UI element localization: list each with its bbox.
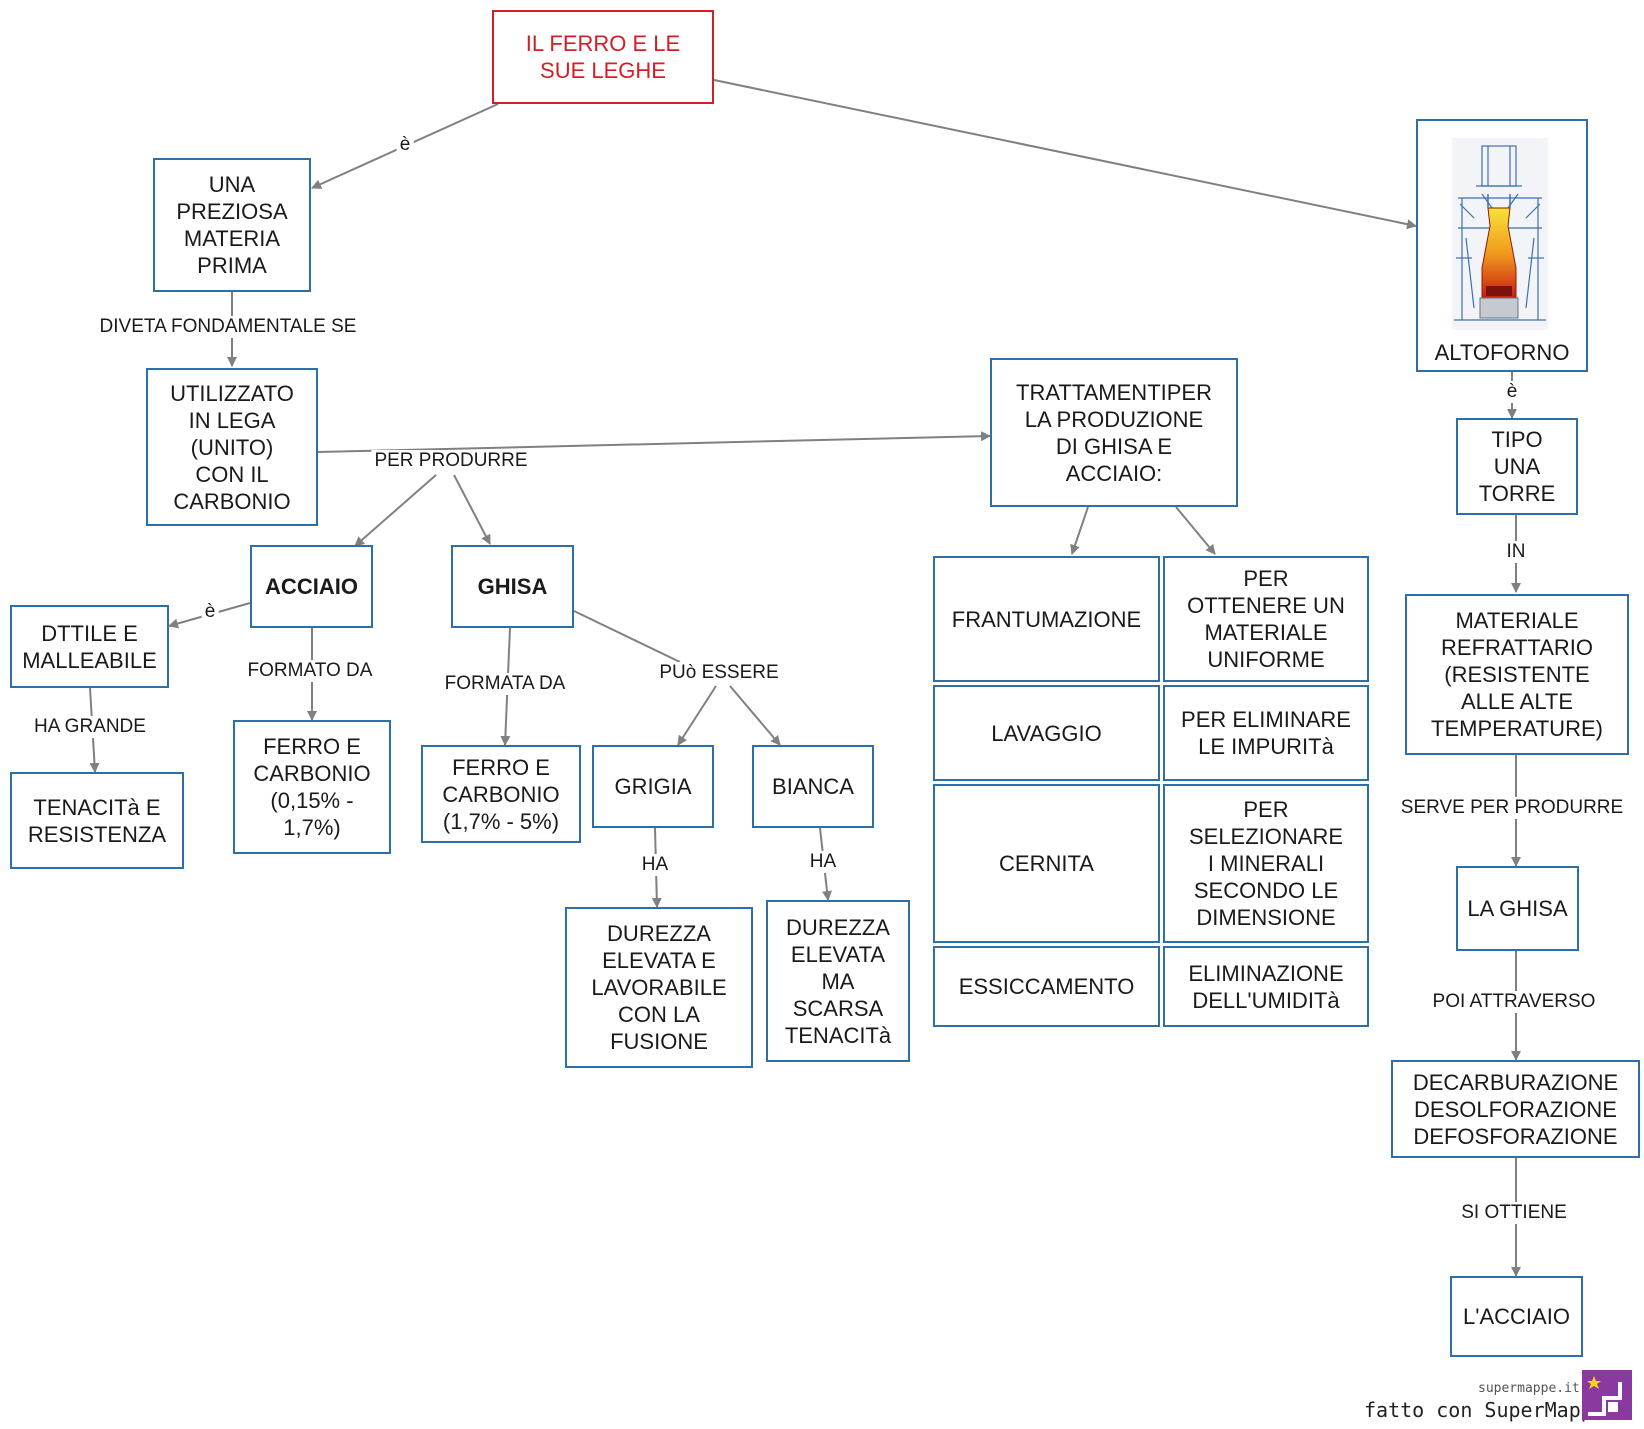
node-cernita[interactable]: CERNITA	[933, 784, 1160, 943]
node-durezza-grigia[interactable]: DUREZZA ELEVATA E LAVORABILE CON LA FUSI…	[565, 907, 753, 1068]
node-frantumazione[interactable]: FRANTUMAZIONE	[933, 556, 1160, 682]
node-decarburazione[interactable]: DECARBURAZIONE DESOLFORAZIONE DEFOSFORAZ…	[1391, 1060, 1640, 1158]
node-altoforno-label: ALTOFORNO	[1434, 340, 1570, 365]
supermappe-logo-icon	[1582, 1370, 1632, 1420]
node-ghisa[interactable]: GHISA	[451, 545, 574, 628]
edge-label-puo-essere: PUò ESSERE	[656, 662, 782, 684]
node-ferro-acciaio[interactable]: FERRO E CARBONIO (0,15% - 1,7%)	[233, 720, 391, 854]
supermappe-site: supermappe.it	[1478, 1381, 1580, 1396]
blast-furnace-icon	[1452, 138, 1548, 330]
node-trattamenti[interactable]: TRATTAMENTIPER LA PRODUZIONE DI GHISA E …	[990, 358, 1238, 507]
edge-label-formato-da: FORMATO DA	[244, 660, 376, 682]
node-duttile[interactable]: DTTILE E MALLEABILE	[10, 605, 169, 688]
edge-puo-grigia	[677, 685, 717, 746]
node-torre[interactable]: TIPO UNA TORRE	[1456, 418, 1578, 515]
node-materia[interactable]: UNA PREZIOSA MATERIA PRIMA	[153, 158, 311, 292]
node-umidita[interactable]: ELIMINAZIONE DELL'UMIDITà	[1163, 946, 1369, 1027]
edge-label-formata-da: FORMATA DA	[441, 673, 569, 695]
edge-lega-acciaio	[354, 474, 437, 547]
edge-label-e2: è	[201, 601, 219, 623]
node-uniforme[interactable]: PER OTTENERE UN MATERIALE UNIFORME	[1163, 556, 1369, 682]
edge-label-ha-bianca: HA	[806, 851, 840, 873]
node-selezionare[interactable]: PER SELEZIONARE I MINERALI SECONDO LE DI…	[1163, 784, 1369, 943]
node-lavaggio[interactable]: LAVAGGIO	[933, 685, 1160, 781]
edge-root-altoforno	[713, 79, 1417, 230]
node-ferro-ghisa[interactable]: FERRO E CARBONIO (1,7% - 5%)	[421, 745, 581, 843]
edge-label-si-ottiene: SI OTTIENE	[1458, 1202, 1570, 1224]
edge-label-ha-grande: HA GRANDE	[31, 716, 149, 738]
edge-ghisa-grigia	[573, 610, 681, 663]
node-l-acciaio[interactable]: L'ACCIAIO	[1450, 1276, 1583, 1357]
edge-label-in: IN	[1503, 541, 1529, 563]
edge-label-serve: SERVE PER PRODURRE	[1397, 797, 1627, 819]
node-tenacita[interactable]: TENACITà E RESISTENZA	[10, 772, 184, 869]
node-bianca[interactable]: BIANCA	[752, 745, 874, 828]
edge-label-poi: POI ATTRAVERSO	[1429, 991, 1599, 1013]
edge-label-diveta: DIVETA FONDAMENTALE SE	[96, 316, 360, 338]
edge-lega-ghisa	[453, 474, 491, 545]
edge-label-e3: è	[1503, 381, 1521, 403]
node-impurita[interactable]: PER ELIMINARE LE IMPURITà	[1163, 685, 1369, 781]
node-lega[interactable]: UTILIZZATO IN LEGA (UNITO) CON IL CARBON…	[146, 368, 318, 526]
edge-label-per-produrre: PER PRODURRE	[371, 450, 531, 472]
node-durezza-bianca[interactable]: DUREZZA ELEVATA MA SCARSA TENACITà	[766, 900, 910, 1062]
node-root[interactable]: IL FERRO E LE SUE LEGHE	[492, 10, 714, 104]
node-la-ghisa[interactable]: LA GHISA	[1456, 866, 1579, 951]
edge-label-ha-grigia: HA	[638, 854, 672, 876]
node-acciaio[interactable]: ACCIAIO	[250, 545, 373, 628]
edge-label-e: è	[396, 134, 414, 156]
edge-puo-bianca	[729, 685, 781, 746]
edge-lega-trattamenti	[317, 431, 991, 453]
edge-tratt-frant	[1070, 506, 1089, 555]
node-grigia[interactable]: GRIGIA	[592, 745, 714, 828]
node-refrattario[interactable]: MATERIALE REFRATTARIO (RESISTENTE ALLE A…	[1405, 594, 1629, 755]
supermappe-credit: fatto con SuperMappe	[1364, 1398, 1605, 1422]
node-essiccamento[interactable]: ESSICCAMENTO	[933, 946, 1160, 1027]
edge-tratt-unif	[1175, 506, 1216, 555]
